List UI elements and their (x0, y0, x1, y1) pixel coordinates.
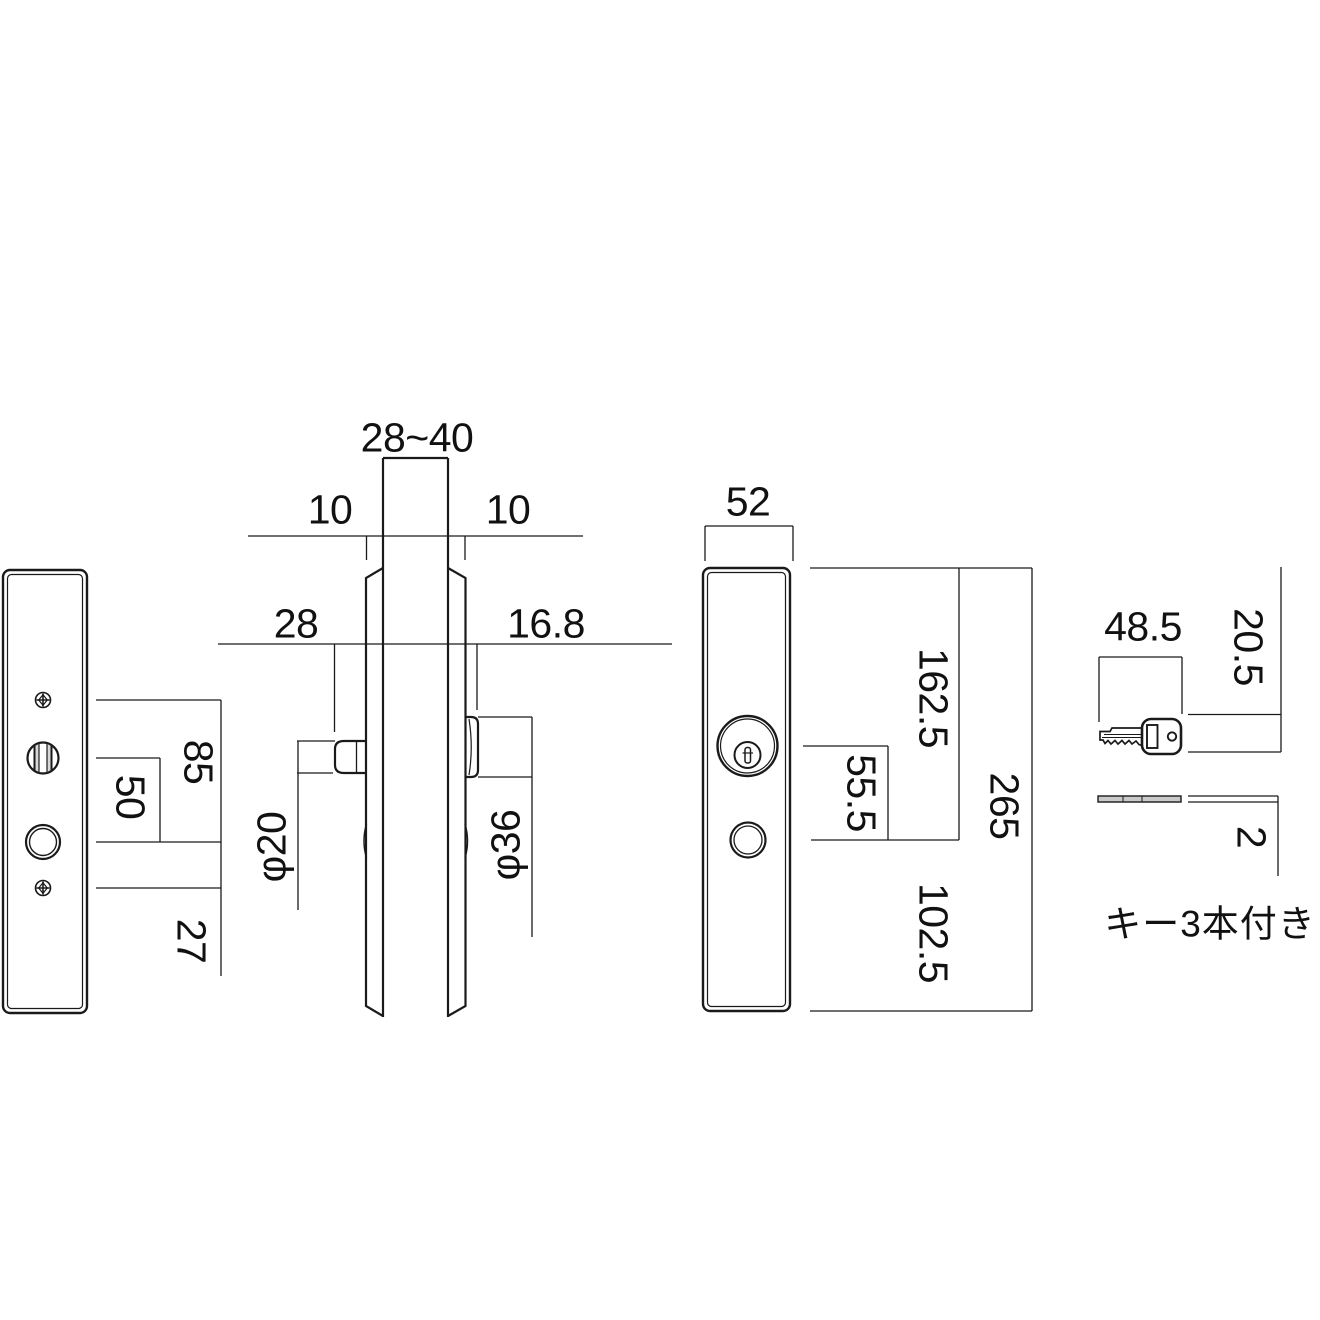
interior-plate-section (364, 567, 384, 1017)
thumbturn-icon (26, 741, 60, 775)
ring-pull-icon (24, 823, 62, 861)
key-edge-view (1097, 795, 1182, 803)
dim-key-width: 20.5 (1225, 608, 1272, 686)
dim-exterior-protrusion: 16.8 (507, 600, 585, 647)
key-count-note: キー3本付き (1104, 903, 1316, 945)
exterior-plate-view (701, 566, 792, 1013)
ring-edge-right (464, 823, 469, 859)
top-screw-icon (34, 691, 52, 709)
section-view-dimensions (218, 535, 672, 937)
dim-plate-width: 52 (725, 478, 771, 525)
interior-plate-view (1, 568, 89, 1015)
dim-ring-to-screw: 27 (168, 918, 215, 964)
interior-view-dimensions (96, 699, 222, 976)
dim-cylinder-to-ring: 55.5 (838, 754, 885, 832)
bottom-screw-icon (34, 879, 52, 897)
dim-plate-thickness-left: 10 (307, 486, 353, 533)
key-thickness-dimension (1188, 795, 1279, 876)
key-length-dimension (1098, 656, 1183, 722)
exterior-view-dimensions (704, 525, 1033, 1012)
dim-turn-to-ring: 50 (107, 774, 154, 820)
dim-key-thickness: 2 (1228, 825, 1275, 849)
exterior-ring-icon (729, 821, 767, 859)
dim-top-to-ring: 162.5 (910, 647, 957, 749)
dim-door-thickness: 28~40 (360, 414, 474, 461)
dim-plate-height: 265 (981, 772, 1028, 840)
dim-interior-protrusion: 28 (273, 600, 319, 647)
exterior-plate-section (447, 567, 467, 1017)
key-view (1097, 567, 1282, 876)
dim-plate-thickness-right: 10 (485, 486, 531, 533)
section-view (333, 456, 480, 1017)
dim-cylinder-boss-diameter: φ36 (482, 809, 529, 881)
key-width-dimension (1188, 567, 1282, 753)
key-icon (1099, 717, 1183, 756)
dim-turn-boss-diameter: φ20 (248, 811, 295, 883)
cylinder-boss-section (465, 715, 480, 779)
dim-screw-to-ring: 85 (175, 739, 222, 785)
dim-key-length: 48.5 (1104, 603, 1182, 650)
thumbturn-boss-section (333, 739, 366, 775)
dim-ring-to-bottom: 102.5 (910, 882, 957, 984)
ring-edge-left (363, 823, 368, 859)
key-cylinder-icon (716, 714, 779, 778)
